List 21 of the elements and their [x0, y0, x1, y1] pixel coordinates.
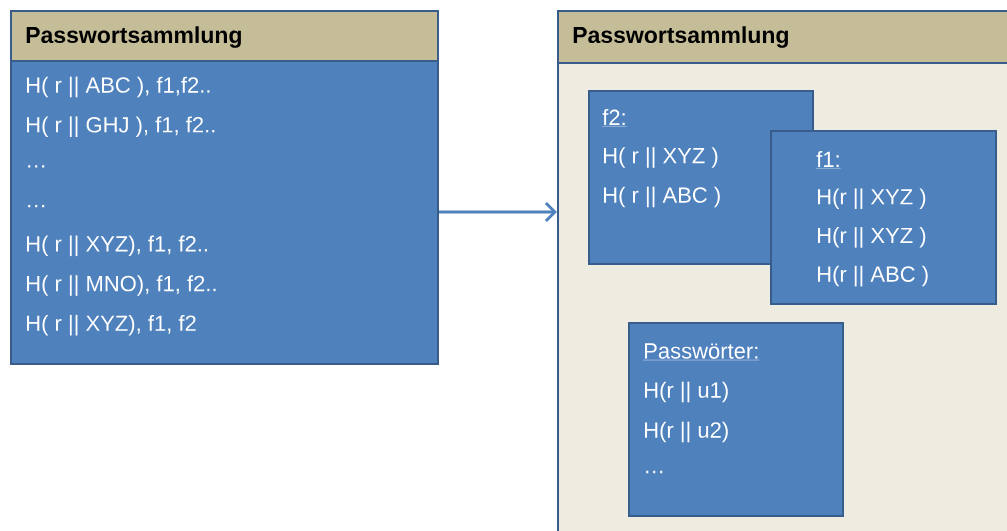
text-line: H( r || ABC ) [604, 186, 720, 208]
text-line: … [646, 470, 663, 474]
text-line: … [28, 204, 45, 208]
panel-header: Passwortsammlung [10, 10, 439, 62]
text-line: H( r || XYZ ) [604, 147, 718, 168]
text-line: H( r || XYZ), f1, f2.. [27, 235, 207, 257]
text-line: H(r || u2) [645, 421, 728, 443]
text-line: H(r || ABC ) [818, 265, 928, 287]
text-line: H(r || XYZ ) [818, 188, 926, 209]
list-heading: Passwörter: [643, 343, 760, 361]
list-heading: f1: [816, 151, 841, 169]
text-line: H( r || GHJ ), f1, f2.. [27, 116, 215, 137]
text-line: H( r || ABC ), f1,f2.. [27, 76, 210, 98]
text-line: … [28, 165, 45, 168]
text-line: H(r || u1) [645, 381, 728, 403]
list-heading: f2: [602, 109, 627, 127]
text-line: H( r || XYZ), f1, f2 [27, 314, 196, 336]
text-line: H( r || MNO), f1, f2.. [27, 275, 216, 296]
text-line: H(r || XYZ ) [818, 227, 926, 248]
panel-header: Passwortsammlung [557, 10, 1007, 64]
arrow [439, 201, 557, 223]
